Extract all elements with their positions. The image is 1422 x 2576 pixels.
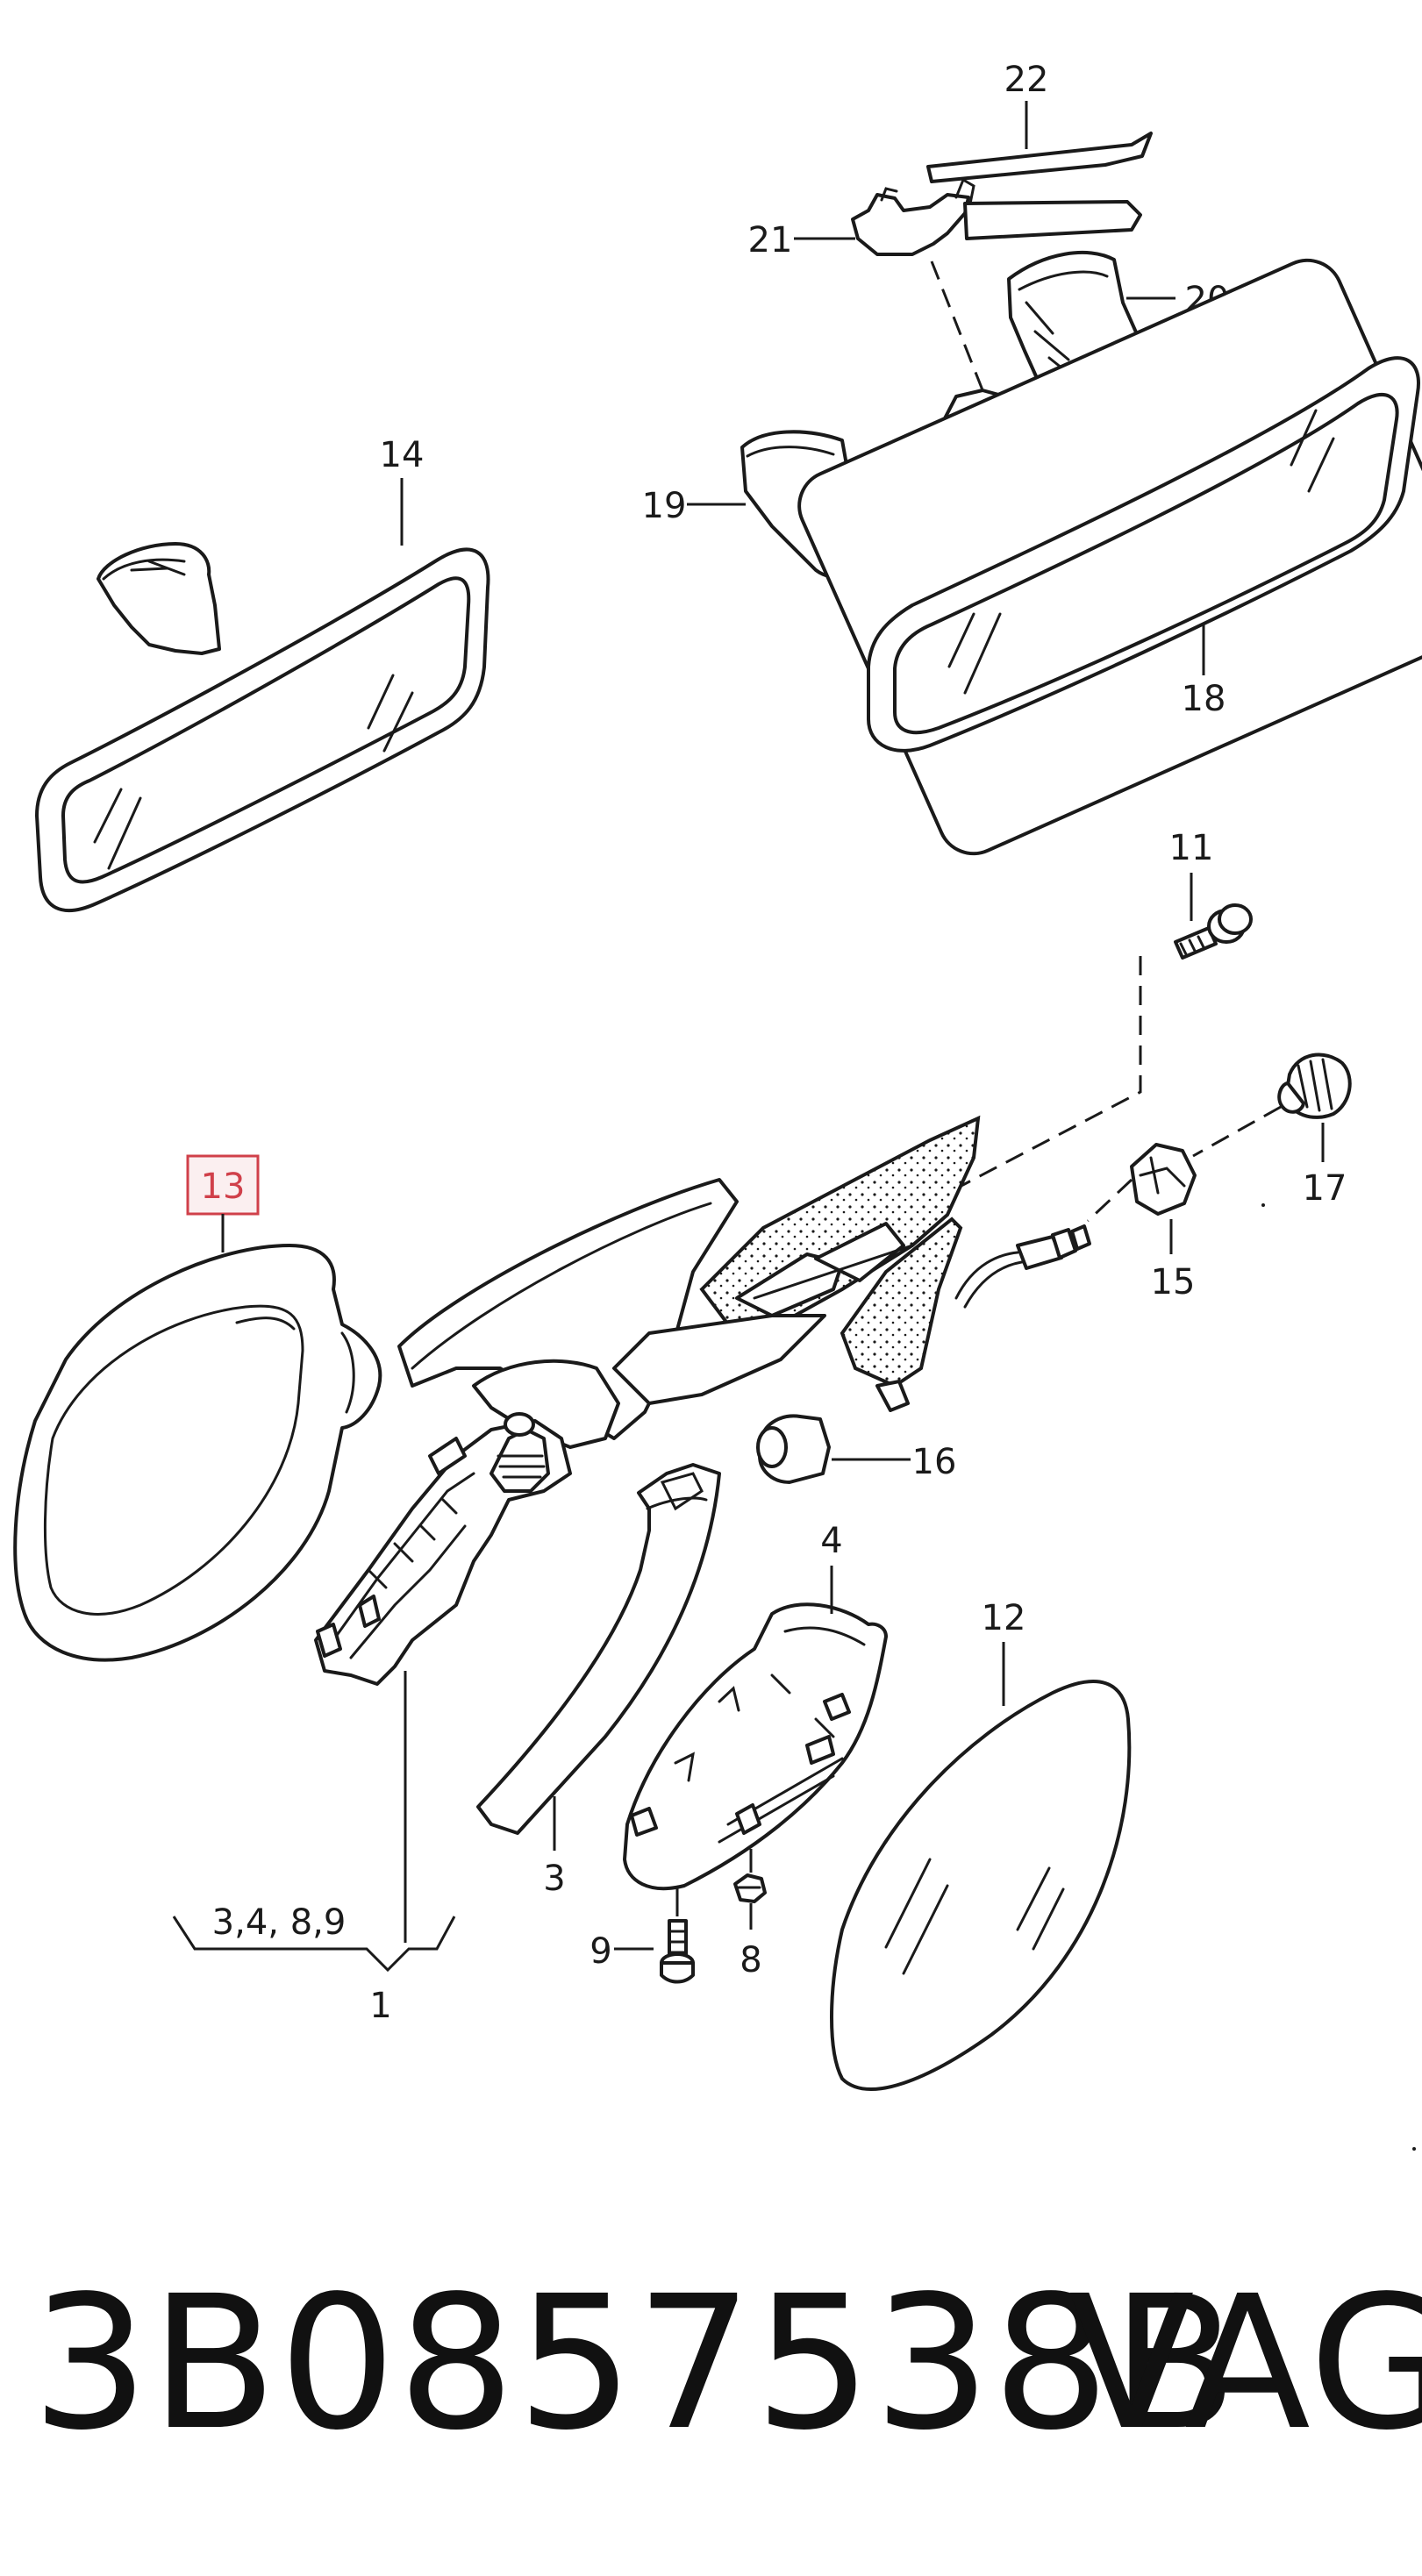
callout-18: 18	[1182, 679, 1226, 719]
part-4-lower-cover: 4	[623, 1521, 888, 1891]
part-number-label: 3B0857538B	[32, 2256, 1240, 2471]
callout-9: 9	[590, 1931, 611, 1972]
wiring-harness	[954, 1224, 1091, 1309]
part-11-bolt: 11	[1169, 828, 1253, 960]
callout-11: 11	[1169, 828, 1214, 868]
callout-17: 17	[1303, 1168, 1347, 1209]
part-14-interior-mirror: 14	[35, 435, 490, 912]
callout-3: 3	[543, 1859, 565, 1899]
brand-label: VAG	[1068, 2256, 1422, 2471]
assembly-link-15	[1086, 1178, 1133, 1223]
part-3-trim-strip: 3	[476, 1463, 721, 1899]
part-17-cap-nut: 17	[1277, 1053, 1352, 1209]
part-18-interior-mirror-auto-dim: 18	[797, 258, 1422, 856]
part-12-mirror-glass: 12	[830, 1598, 1132, 2091]
part-15-connector-housing: 15	[1130, 1143, 1197, 1302]
assembly-link-11	[955, 956, 1142, 1190]
part-9-screw: 9	[590, 1919, 695, 1984]
part-21-clip: 21	[748, 177, 1142, 260]
callout-1: 1	[369, 1986, 391, 2026]
callout-13: 13	[201, 1167, 246, 1207]
callout-19: 19	[642, 486, 687, 526]
assembly-link-21	[930, 260, 993, 413]
callout-16: 16	[912, 1442, 957, 1482]
callout-12: 12	[982, 1598, 1026, 1638]
mirror-base-housing	[397, 1115, 981, 1449]
assembly-link-17	[1192, 1105, 1282, 1158]
callout-14: 14	[380, 435, 425, 475]
part-1-mirror-adjuster	[314, 1412, 572, 1943]
callout-13-highlight	[186, 1154, 260, 1216]
part-8-nut: 8	[733, 1873, 767, 1980]
callout-8: 8	[740, 1940, 761, 1980]
part-1-group-bracket: 3,4, 8,9 1	[172, 1902, 456, 2026]
callout-15: 15	[1151, 1262, 1196, 1302]
part-16-bush: 16	[756, 1414, 957, 1484]
part-22-cover-strip: 22	[926, 60, 1153, 183]
callout-4: 4	[820, 1521, 842, 1561]
callout-22: 22	[1004, 60, 1049, 100]
scan-speck	[1261, 1203, 1265, 1207]
part-13-mirror-housing-cap: 13	[13, 1154, 382, 1662]
callout-21: 21	[748, 220, 793, 260]
callout-group: 3,4, 8,9	[212, 1902, 347, 1943]
scan-speck	[1412, 2147, 1416, 2151]
